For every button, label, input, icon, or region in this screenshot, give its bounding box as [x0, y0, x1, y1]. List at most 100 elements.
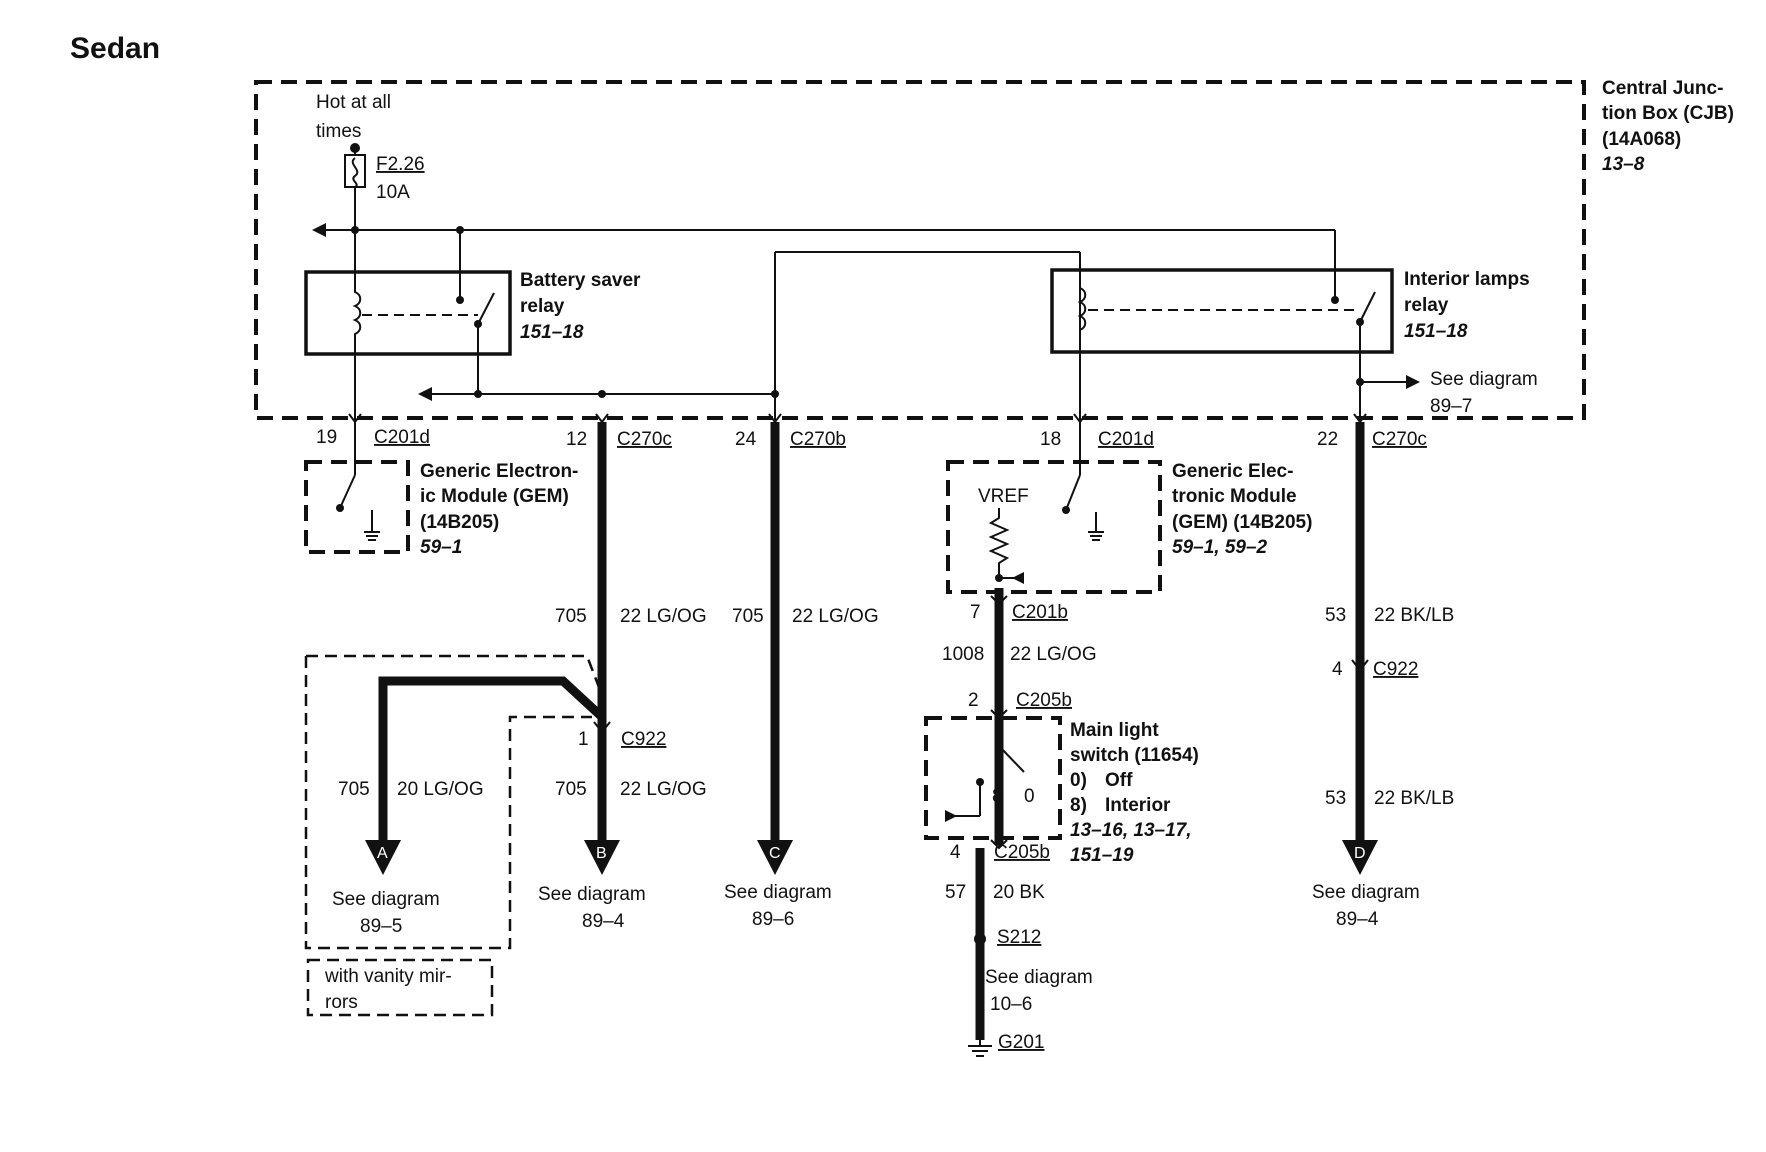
see-diagram-d: See diagram — [1312, 882, 1420, 903]
ground-label: G201 — [998, 1032, 1044, 1053]
svg-text:57: 57 — [945, 882, 966, 903]
cjb-outline — [254, 80, 1586, 420]
svg-text:22 BK/LB: 22 BK/LB — [1374, 605, 1454, 626]
connector-c270c-12: 12 C270c — [566, 413, 672, 450]
power-label: Hot at all — [316, 92, 391, 113]
svg-text:24: 24 — [735, 429, 757, 450]
svg-text:1: 1 — [578, 729, 589, 750]
wire-label-57: 57 20 BK — [945, 882, 1045, 903]
svg-text:20 LG/OG: 20 LG/OG — [397, 779, 484, 800]
svg-text:Main light: Main light — [1070, 720, 1159, 741]
svg-text:59–1: 59–1 — [420, 537, 462, 558]
svg-text:4: 4 — [950, 842, 961, 863]
wire-label-1008: 1008 22 LG/OG — [942, 644, 1097, 665]
svg-text:18: 18 — [1040, 429, 1061, 450]
connector-c922-4: 4 C922 — [1332, 659, 1418, 680]
svg-text:12: 12 — [566, 429, 587, 450]
battery-saver-relay-box — [304, 270, 512, 356]
cjb-label: Central Junc- tion Box (CJB) (14A068) 13… — [1602, 78, 1734, 175]
svg-text:tion Box (CJB): tion Box (CJB) — [1602, 103, 1734, 124]
splice-label: S212 — [997, 927, 1041, 948]
relay-coil-icon — [352, 230, 362, 420]
svg-text:C270c: C270c — [617, 429, 672, 450]
svg-text:B: B — [596, 845, 607, 862]
fuse-rating: 10A — [376, 182, 410, 203]
svg-text:(14A068): (14A068) — [1602, 129, 1681, 150]
gem-right-label: Generic Elec- tronic Module (GEM) (14B20… — [1172, 461, 1312, 558]
wire-label-705-1: 705 22 LG/OG — [555, 606, 707, 627]
output-b-icon: B — [584, 840, 620, 875]
svg-text:151–19: 151–19 — [1070, 845, 1134, 866]
svg-text:A: A — [377, 845, 388, 862]
svg-text:Off: Off — [1105, 770, 1133, 791]
svg-text:4: 4 — [1332, 659, 1343, 680]
svg-text:705: 705 — [732, 606, 764, 627]
page-title: Sedan — [70, 32, 160, 65]
power-label-2: times — [316, 121, 361, 142]
wire-label-705-2: 705 22 LG/OG — [732, 606, 879, 627]
switch-pos-0: 0 — [1024, 786, 1035, 807]
svg-text:tronic Module: tronic Module — [1172, 486, 1297, 507]
svg-text:59–1, 59–2: 59–1, 59–2 — [1172, 537, 1268, 558]
svg-text:20 BK: 20 BK — [993, 882, 1045, 903]
vanity-note-2: rors — [325, 992, 358, 1013]
svg-text:C201d: C201d — [374, 427, 430, 448]
arrow-icon — [1012, 572, 1024, 584]
ground-icon-2 — [1088, 512, 1104, 541]
splice-see: See diagram — [985, 967, 1093, 988]
svg-text:22 LG/OG: 22 LG/OG — [620, 779, 707, 800]
svg-text:705: 705 — [555, 779, 587, 800]
gem-right-box — [946, 460, 1162, 594]
fuse-icon — [344, 154, 366, 188]
see-diagram-c: See diagram — [724, 882, 832, 903]
relay-coil-icon-2 — [1077, 287, 1087, 331]
output-a-icon: A — [365, 840, 401, 875]
gem-left-box — [304, 460, 410, 554]
connector-c922-1: 1 C922 — [578, 721, 666, 750]
vanity-outline-outer — [304, 654, 602, 950]
svg-text:Interior: Interior — [1105, 795, 1171, 816]
svg-text:C201b: C201b — [1012, 602, 1068, 623]
svg-text:705: 705 — [338, 779, 370, 800]
svg-text:(GEM) (14B205): (GEM) (14B205) — [1172, 512, 1312, 533]
see-diagram-a: See diagram — [332, 889, 440, 910]
svg-text:C: C — [769, 845, 781, 862]
svg-text:ic Module (GEM): ic Module (GEM) — [420, 486, 569, 507]
main-light-switch-label: Main light switch (11654) 0) Off 8) Inte… — [1070, 720, 1199, 866]
vref-label: VREF — [978, 486, 1029, 507]
svg-text:1008: 1008 — [942, 644, 984, 665]
svg-text:D: D — [1354, 845, 1366, 862]
svg-text:53: 53 — [1325, 788, 1346, 809]
ground-icon — [364, 510, 380, 541]
connector-c205b-2: 2 C205b — [968, 690, 1072, 720]
svg-text:C201d: C201d — [1098, 429, 1154, 450]
svg-text:13–8: 13–8 — [1602, 154, 1645, 175]
gem-left-label: Generic Electron- ic Module (GEM) (14B20… — [420, 461, 578, 558]
see-diagram-89-7: See diagram — [1430, 369, 1538, 390]
switch-pos-8: 8 — [992, 786, 1003, 807]
see-diagram-d-ref: 89–4 — [1336, 909, 1379, 930]
svg-text:C922: C922 — [621, 729, 666, 750]
interior-lamps-relay-label: Interior lamps relay 151–18 — [1404, 269, 1530, 342]
svg-text:22: 22 — [1317, 429, 1338, 450]
left-arrow-icon — [312, 223, 326, 237]
connector-c205b-4: 4 C205b — [950, 839, 1050, 863]
vanity-note-box — [306, 958, 494, 1017]
connector-c201d-18: 18 C201d — [1040, 413, 1154, 450]
connector-c201b-7: 7 C201b — [970, 595, 1068, 623]
svg-text:switch (11654): switch (11654) — [1070, 745, 1199, 766]
svg-text:53: 53 — [1325, 605, 1346, 626]
see-diagram-b: See diagram — [538, 884, 646, 905]
battery-saver-relay-label: Battery saver relay 151–18 — [520, 270, 641, 343]
connector-c270b-24: 24 C270b — [735, 413, 846, 450]
svg-text:22 LG/OG: 22 LG/OG — [620, 606, 707, 627]
see-diagram-89-7-ref: 89–7 — [1430, 396, 1472, 417]
svg-text:22 LG/OG: 22 LG/OG — [792, 606, 879, 627]
see-diagram-a-ref: 89–5 — [360, 916, 402, 937]
svg-text:(14B205): (14B205) — [420, 512, 499, 533]
svg-text:8): 8) — [1070, 795, 1087, 816]
fuse-id: F2.26 — [376, 154, 425, 175]
svg-text:151–18: 151–18 — [520, 322, 584, 343]
ground-icon-3 — [968, 1040, 992, 1057]
